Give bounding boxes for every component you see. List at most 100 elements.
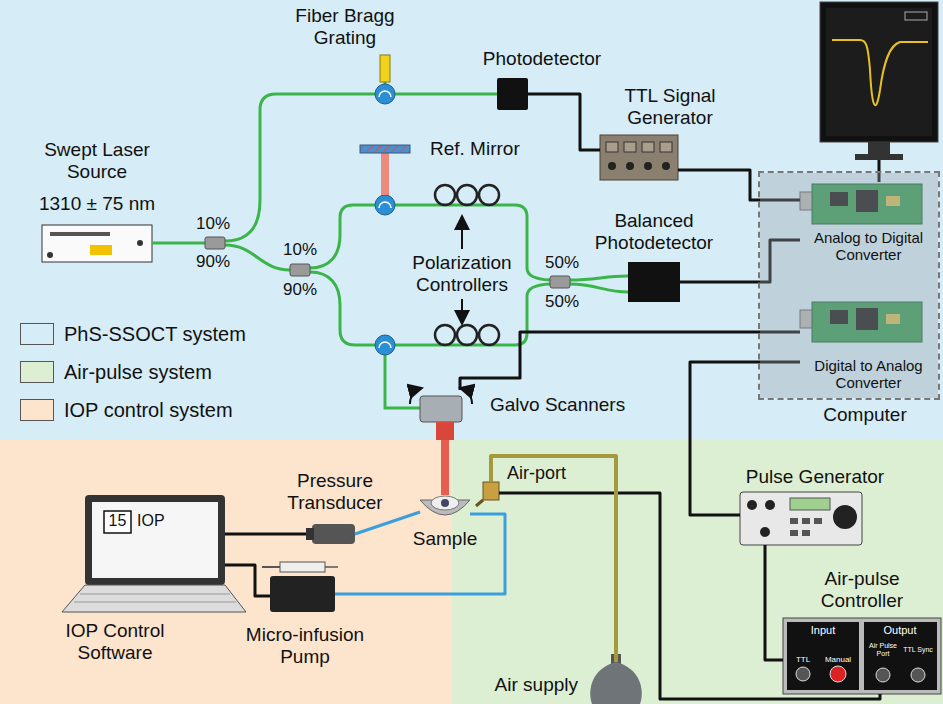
laptop xyxy=(80,594,230,595)
laser-body xyxy=(42,225,152,262)
mirror-node: Ref. Mirror xyxy=(360,145,410,153)
split-ratio: 10% xyxy=(275,240,325,260)
legend-text: IOP control system xyxy=(64,399,233,422)
adc-card: Analog to Digital Converter xyxy=(800,180,937,265)
laptop xyxy=(62,585,246,612)
node-label: Air-port xyxy=(507,463,607,484)
galvo-body xyxy=(420,396,462,422)
pulse-generator-body xyxy=(802,530,810,536)
node-label: Sample xyxy=(395,528,495,550)
laser-body xyxy=(47,252,53,258)
controller-body xyxy=(830,666,846,682)
ttl-generator-body xyxy=(606,142,618,152)
eye-sample xyxy=(431,496,459,510)
fiber-coupler xyxy=(205,237,570,288)
monitor xyxy=(820,2,938,182)
legend-row: IOP control system xyxy=(20,391,246,429)
circulator xyxy=(379,91,391,97)
circulator xyxy=(375,335,395,355)
pulse-generator-body xyxy=(802,518,810,524)
controller-body xyxy=(796,667,810,681)
tube xyxy=(335,514,505,594)
node-text: Output xyxy=(870,624,930,637)
ttl-generator-body xyxy=(600,135,678,180)
node-label: Swept Laser Source xyxy=(22,139,172,183)
ttl-generator-body xyxy=(660,142,672,152)
controller-body xyxy=(783,618,941,694)
pump-body xyxy=(262,562,338,612)
optical-fiber xyxy=(310,205,375,268)
monitor xyxy=(826,8,932,136)
polarization-coil xyxy=(435,325,455,345)
fiber-coupler xyxy=(205,237,225,249)
pulse-generator-node: Pulse Generator xyxy=(740,492,862,545)
node-label: TTL Signal Generator xyxy=(590,85,750,129)
fiber-coupler xyxy=(550,276,570,288)
pulse-generator-body xyxy=(814,518,822,524)
circulator xyxy=(375,195,395,215)
air-port-valve xyxy=(483,482,499,500)
photodetector-node: Photodetector xyxy=(497,78,528,110)
node-label: Ref. Mirror xyxy=(430,138,560,160)
circulator xyxy=(379,202,391,208)
pulse-generator-body xyxy=(740,492,862,545)
laptop xyxy=(74,602,236,603)
node-text: TTL xyxy=(788,655,818,664)
component-label: Polarization Controllers xyxy=(400,252,525,296)
controller-node: Air-pulse ControllerInputTTLManualOutput… xyxy=(783,618,941,694)
laser-body xyxy=(50,232,110,236)
region-background xyxy=(0,0,943,440)
pump-body xyxy=(280,562,325,572)
legend-swatch xyxy=(20,399,54,421)
node-label: Photodetector xyxy=(472,48,612,70)
pointer-arrow xyxy=(461,299,463,324)
node-label: Pressure Transducer xyxy=(275,470,395,514)
probe-beam xyxy=(441,440,449,495)
optical-fiber xyxy=(570,284,628,292)
node-text: IOP Control Software xyxy=(45,620,185,664)
pulse-generator-body xyxy=(833,505,857,529)
controller-body xyxy=(911,668,925,682)
optical-fiber xyxy=(310,272,375,345)
transducer-body xyxy=(312,524,355,544)
balanced-detector-body xyxy=(628,262,680,302)
tube xyxy=(491,456,616,662)
ttl-generator-body xyxy=(644,162,652,170)
monitor xyxy=(868,142,890,156)
signal-cable xyxy=(225,565,270,596)
region-background xyxy=(452,440,943,704)
polarization-coil xyxy=(435,185,455,205)
monitor xyxy=(855,154,903,160)
eye-sample xyxy=(420,496,470,515)
polarization-coil xyxy=(479,325,499,345)
bragg-grating xyxy=(380,55,390,82)
laptop xyxy=(62,495,246,612)
split-ratio: 90% xyxy=(188,252,238,272)
controller-body xyxy=(783,618,941,694)
dac-card: Digital to Analog Converter xyxy=(800,298,937,393)
ttl-generator-body xyxy=(608,162,616,170)
ttl-generator-body xyxy=(642,142,654,152)
laptop xyxy=(92,502,218,578)
legend-swatch xyxy=(20,361,54,383)
legend-row: PhS-SSOCT system xyxy=(20,315,246,353)
legend: PhS-SSOCT systemAir-pulse systemIOP cont… xyxy=(20,315,246,429)
monitor xyxy=(820,2,938,142)
laser-body xyxy=(90,245,112,255)
computer-box: ComputerAnalog to Digital ConverterDigit… xyxy=(760,173,938,398)
ttl-generator-body xyxy=(600,135,678,180)
node-label: Analog to Digital Converter xyxy=(804,229,934,264)
region-background xyxy=(0,440,452,704)
polarization-coil xyxy=(457,185,477,205)
node-label: Micro-infusion Pump xyxy=(230,624,380,668)
split-ratio: 90% xyxy=(275,280,325,300)
galvo-node: Galvo Scanners xyxy=(420,390,470,440)
optical-fiber xyxy=(152,82,628,408)
pulse-generator-body xyxy=(790,530,798,536)
circulator xyxy=(379,342,391,348)
balanced-detector-node: Balanced Photodetector xyxy=(628,262,680,302)
node-text: Air Pulse Port xyxy=(866,642,900,658)
eye-sample xyxy=(441,499,449,507)
node-text: Input xyxy=(793,624,853,637)
